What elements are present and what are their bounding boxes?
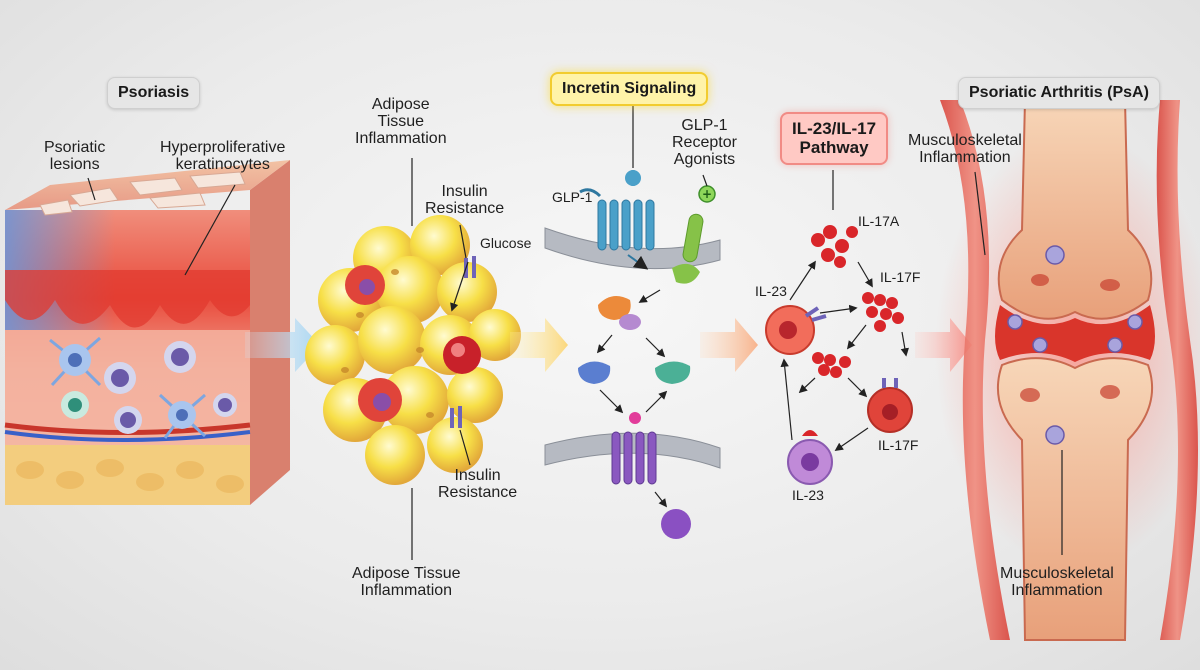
upper-bone: [997, 99, 1153, 320]
insulin-resistance-bottom-label: Insulin Resistance: [438, 467, 518, 501]
keratinocytes-label: Hyperproliferative keratinocytes: [160, 139, 286, 173]
glucose-arrow: [450, 261, 469, 312]
flow-arrow-skin-to-adipose: [245, 318, 320, 372]
dendritic-cell: [49, 336, 102, 387]
immune-cell: [104, 362, 136, 394]
psa-title: Psoriatic Arthritis (PsA): [958, 77, 1160, 109]
adipose-inflammation-bottom-label: Adipose Tissue Inflammation: [352, 565, 461, 599]
signaling-product: [661, 509, 691, 539]
insulin-top-pointer: [459, 224, 467, 259]
glp1-ligand: [625, 170, 641, 186]
il17f-cytokines: [862, 292, 904, 332]
lesions-label: Psoriatic lesions: [44, 139, 106, 173]
il17f-top-label: IL-17F: [880, 269, 921, 285]
il23-bottom-cell: [787, 430, 833, 485]
flow-arrow-adipose-to-incretin: [510, 318, 568, 372]
il17a-label: IL-17A: [858, 213, 900, 229]
adipose-cluster: [305, 215, 521, 485]
joint-top-pointer: [974, 171, 986, 256]
dendritic-cell: [158, 393, 207, 439]
joint-immune-cells: [1007, 245, 1143, 445]
bone-erosions: [1020, 274, 1120, 402]
incretin-title: Incretin Signaling: [550, 72, 709, 106]
glucose-label: Glucose: [480, 235, 532, 251]
il23-bottom-label: IL-23: [792, 487, 824, 503]
ligand: [629, 412, 641, 424]
epidermal-ridges: [5, 270, 250, 328]
lesions-pointer: [87, 177, 96, 201]
signaling-protein: [578, 361, 611, 384]
agonist-pointer: [702, 174, 708, 187]
th17-cell: [867, 378, 913, 433]
cytokine-cluster: [812, 352, 851, 378]
psoriasis-title: Psoriasis: [107, 77, 201, 109]
immune-cell: [114, 406, 142, 434]
signaling-protein: [598, 296, 641, 330]
macrophage: [345, 265, 385, 305]
muscle-tendon-left: [940, 100, 1010, 640]
insulin-resistance-top-label: Insulin Resistance: [425, 183, 505, 217]
glp1-receptor: [597, 199, 655, 251]
skin-tissue-block: [4, 160, 290, 505]
muscle-tendon-right: [1156, 100, 1198, 640]
psoriatic-plaques: [39, 171, 246, 216]
glp1-label: GLP-1: [552, 189, 593, 205]
immune-cell: [61, 391, 89, 419]
immune-cell: [443, 336, 481, 374]
il23-left-label: IL-23: [755, 283, 787, 299]
receptor-agonists-label: GLP-1 Receptor Agonists: [672, 117, 737, 168]
membrane-top: [544, 227, 721, 270]
il17f-bottom-label: IL-17F: [878, 437, 919, 453]
il23-cell: [765, 305, 827, 355]
receptor-agonist: +: [672, 185, 716, 284]
adipose-inflammation-top-label: Adipose Tissue Inflammation: [355, 96, 447, 147]
gpcr-receptor: [611, 431, 657, 485]
insulin-bottom-pointer: [459, 429, 471, 466]
il-pathway-title: IL-23/IL-17 Pathway: [780, 112, 889, 166]
joint-inflammation-top-label: Musculoskeletal Inflammation: [908, 132, 1022, 166]
joint-inflammation-bottom-label: Musculoskeletal Inflammation: [1000, 565, 1114, 599]
subcutaneous-fat: [5, 445, 250, 505]
blood-vessel-blue: [4, 430, 251, 442]
joint-illustration: [935, 99, 1200, 641]
keratinocytes-pointer: [184, 184, 236, 276]
incretin-panel: +: [544, 105, 721, 539]
macrophage: [358, 378, 402, 422]
insulin-receptor: [450, 406, 462, 428]
il-pathway-panel: [765, 170, 913, 485]
immune-cell: [164, 341, 196, 373]
flow-arrow-incretin-to-il: [700, 318, 758, 372]
svg-text:+: +: [702, 187, 712, 201]
lower-bone: [996, 357, 1154, 641]
immune-cell: [213, 393, 237, 417]
il17a-cytokines: [811, 225, 858, 268]
signaling-protein: [655, 361, 691, 384]
